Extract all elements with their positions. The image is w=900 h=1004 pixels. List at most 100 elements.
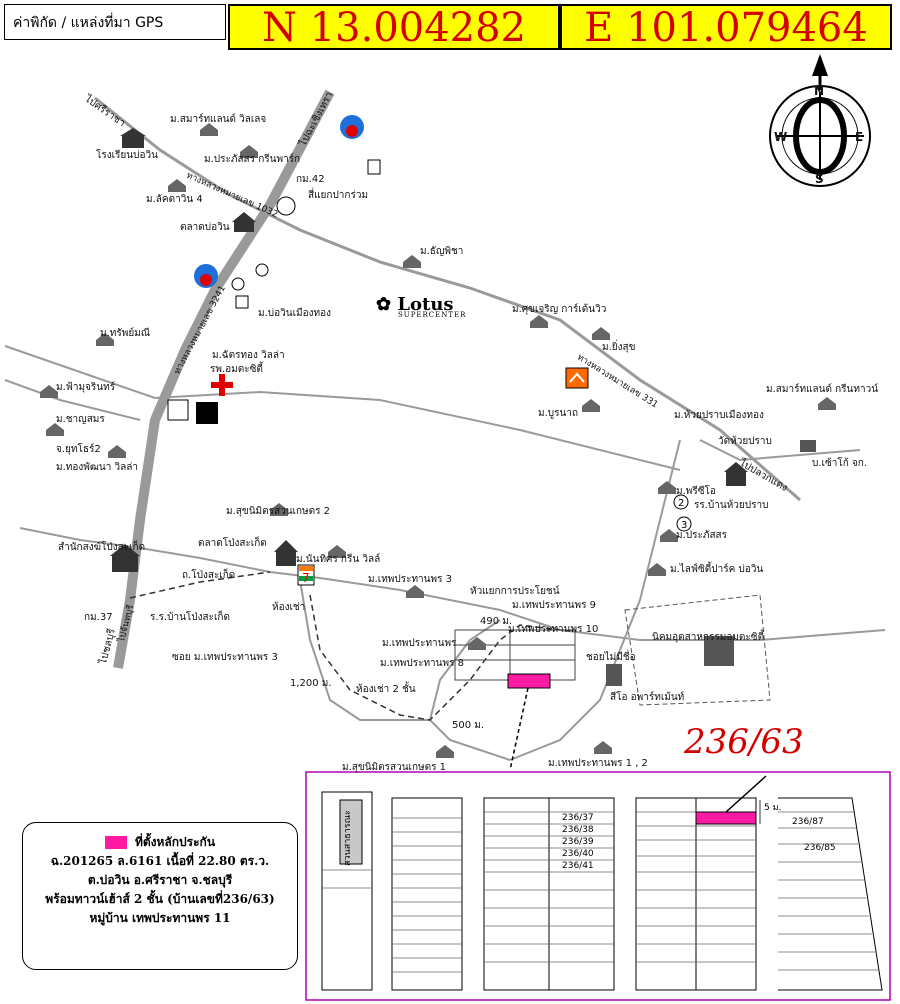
school-icon <box>120 128 146 148</box>
map-label: รพ.อมตะซิตี้ <box>210 364 263 375</box>
map-label: ม.เทพประทานพร 10 <box>508 624 599 635</box>
map-label: ม.บูรนาถ <box>538 408 578 419</box>
house-icon <box>270 503 288 516</box>
house-icon <box>403 255 421 268</box>
house-icon <box>658 481 676 494</box>
plot-lot-label: 236/38 <box>562 825 594 835</box>
marker-2-icon: 2 <box>673 494 689 510</box>
house-icon <box>96 333 114 346</box>
temple-icon <box>274 540 298 566</box>
plot-lot-label: 236/41 <box>562 861 594 871</box>
marker-3-icon: 3 <box>676 516 692 532</box>
map-label: ม.เทพประทานพร 9 <box>512 600 597 611</box>
plot-lot-label: 236/39 <box>562 837 594 847</box>
svg-text:3: 3 <box>681 520 687 531</box>
hospital-icon <box>211 374 233 396</box>
gps-source-label: ค่าพิกัด / แหล่งที่มา GPS <box>4 4 226 40</box>
industrial-estate-boundary <box>624 594 771 706</box>
house-icon <box>582 399 600 412</box>
house-icon <box>240 145 258 158</box>
map-label: สำนักสงฆ์โป่งสะเก็ด <box>58 542 146 553</box>
bank-icon <box>367 159 381 175</box>
lotus-supercenter-logo: ✿ Lotus SUPERCENTER <box>376 294 466 319</box>
bank-icon <box>255 263 269 277</box>
map-label: ตลาดบ่อวิน <box>180 222 230 233</box>
legend-line: ต.บ่อวิน อ.ศรีราชา จ.ชลบุรี <box>87 873 233 887</box>
map-label: ม.ไลฟ์ซิตี้ปาร์ค บ่อวิน <box>670 564 764 575</box>
svg-text:7: 7 <box>302 571 310 585</box>
road-east-d <box>699 439 861 462</box>
market-icon <box>232 212 256 232</box>
legend-line: พร้อมทาวน์เฮ้าส์ 2 ชั้น (บ้านเลขที่236/6… <box>45 892 275 906</box>
plot-lot-label: 236/85 <box>804 843 836 853</box>
house-icon <box>168 179 186 192</box>
map-label: ม.นันทิศร กรีน วิลล์ <box>296 554 381 565</box>
map-label: ม.สุขนิมิตรสวนเกษตร 2 <box>226 506 331 517</box>
house-icon <box>592 327 610 340</box>
house-icon <box>660 529 678 542</box>
company-icon <box>800 440 816 452</box>
map-label: ม.ห้วยปราบเมืองทอง <box>674 410 764 421</box>
latitude-readout: N 13.004282 <box>228 4 560 50</box>
house-icon <box>436 745 454 758</box>
house-icon <box>46 423 64 436</box>
legend-swatch <box>104 836 127 849</box>
map-label: ม.สมาร์ทแลนด์ วิลเลจ <box>170 114 267 125</box>
map-label: วัดห้วยปราบ <box>718 436 772 447</box>
house-icon <box>200 123 218 136</box>
apartment-icon <box>606 664 622 686</box>
plot-leader-line <box>725 775 767 813</box>
map-label: ตลาดโป่งสะเก็ด <box>198 538 267 549</box>
intersection-icon <box>276 196 296 216</box>
map-label: 490 ม. <box>480 616 513 627</box>
house-icons <box>40 123 836 758</box>
gas-station-icon <box>194 264 218 288</box>
road-east-south <box>509 439 681 761</box>
map-label: ร.ร.บ้านโป่งสะเก็ด <box>150 612 230 623</box>
wat-icon <box>724 462 748 486</box>
factory-icon <box>704 636 734 666</box>
map-label: 1,200 ม. <box>290 678 332 689</box>
map-label: ม.ศุขเจริญ การ์เด้นวิว <box>512 304 607 315</box>
road-to-pluakdaeng <box>94 96 801 502</box>
plot-lot-label: 236/37 <box>562 813 594 823</box>
map-label: ม.ธัญพิชา <box>420 246 464 257</box>
map-label: ซอย ม.เทพประทานพร 3 <box>172 652 278 663</box>
gas-station-icon <box>340 115 364 139</box>
house-icon <box>40 385 58 398</box>
address-number: 236/63 <box>684 722 804 762</box>
legend-title-row: ที่ตั้งหลักประกัน <box>29 833 291 852</box>
longitude-readout: E 101.079464 <box>560 4 892 50</box>
map-label: โรงเรียนบ่อวิน <box>96 150 158 161</box>
house-icon <box>648 563 666 576</box>
map-label: กม.37 <box>84 612 113 623</box>
compass-s: S <box>815 172 824 186</box>
map-label: ม.สมาร์ทแลนด์ กรีนทาวน์ <box>766 384 879 395</box>
map-label: ม.เทพประทานพร 1 , 2 <box>548 758 648 769</box>
lotus-name: ✿ Lotus <box>376 294 454 315</box>
map-label: ชอยไม่มีชื่อ <box>586 652 636 663</box>
map-label: บ.เซ้าโก้ จก. <box>812 458 868 469</box>
house-icon <box>406 585 424 598</box>
map-label: จ.ยุทโธร์2 <box>56 444 101 455</box>
map-label: สี่แยกปากร่วม <box>308 190 369 201</box>
plot-lot-label: 236/87 <box>792 817 824 827</box>
map-label: ม.ฉัตรทอง วิลล่า <box>212 350 285 361</box>
plot-lot-label: 236/40 <box>562 849 594 859</box>
plot-frame <box>305 771 891 1001</box>
map-label: รร.บ้านห้วยปราบ <box>694 500 769 511</box>
map-label: ม.พรีซีโอ <box>676 486 716 497</box>
highway-road <box>113 89 335 669</box>
map-label: กม.42 <box>296 174 325 185</box>
legend-line: ฉ.201265 ล.6161 เนื้อที่ 22.80 ตร.ว. <box>50 854 270 868</box>
map-label: ม.สุขนิมิตรสวนเกษตร 1 <box>342 762 447 773</box>
home-store-icon <box>565 367 589 389</box>
house-icon <box>818 397 836 410</box>
map-label: นิคมอุตสาหกรรมอมตะซิตี้ <box>652 632 765 643</box>
map-label: ห้องเช่า 2 ชั้น <box>356 684 416 695</box>
bank-icon <box>167 399 189 421</box>
bank-icon <box>231 277 245 291</box>
map-label: ม.เทพประทานพร 3 <box>368 574 453 585</box>
map-label: 500 ม. <box>452 720 485 731</box>
